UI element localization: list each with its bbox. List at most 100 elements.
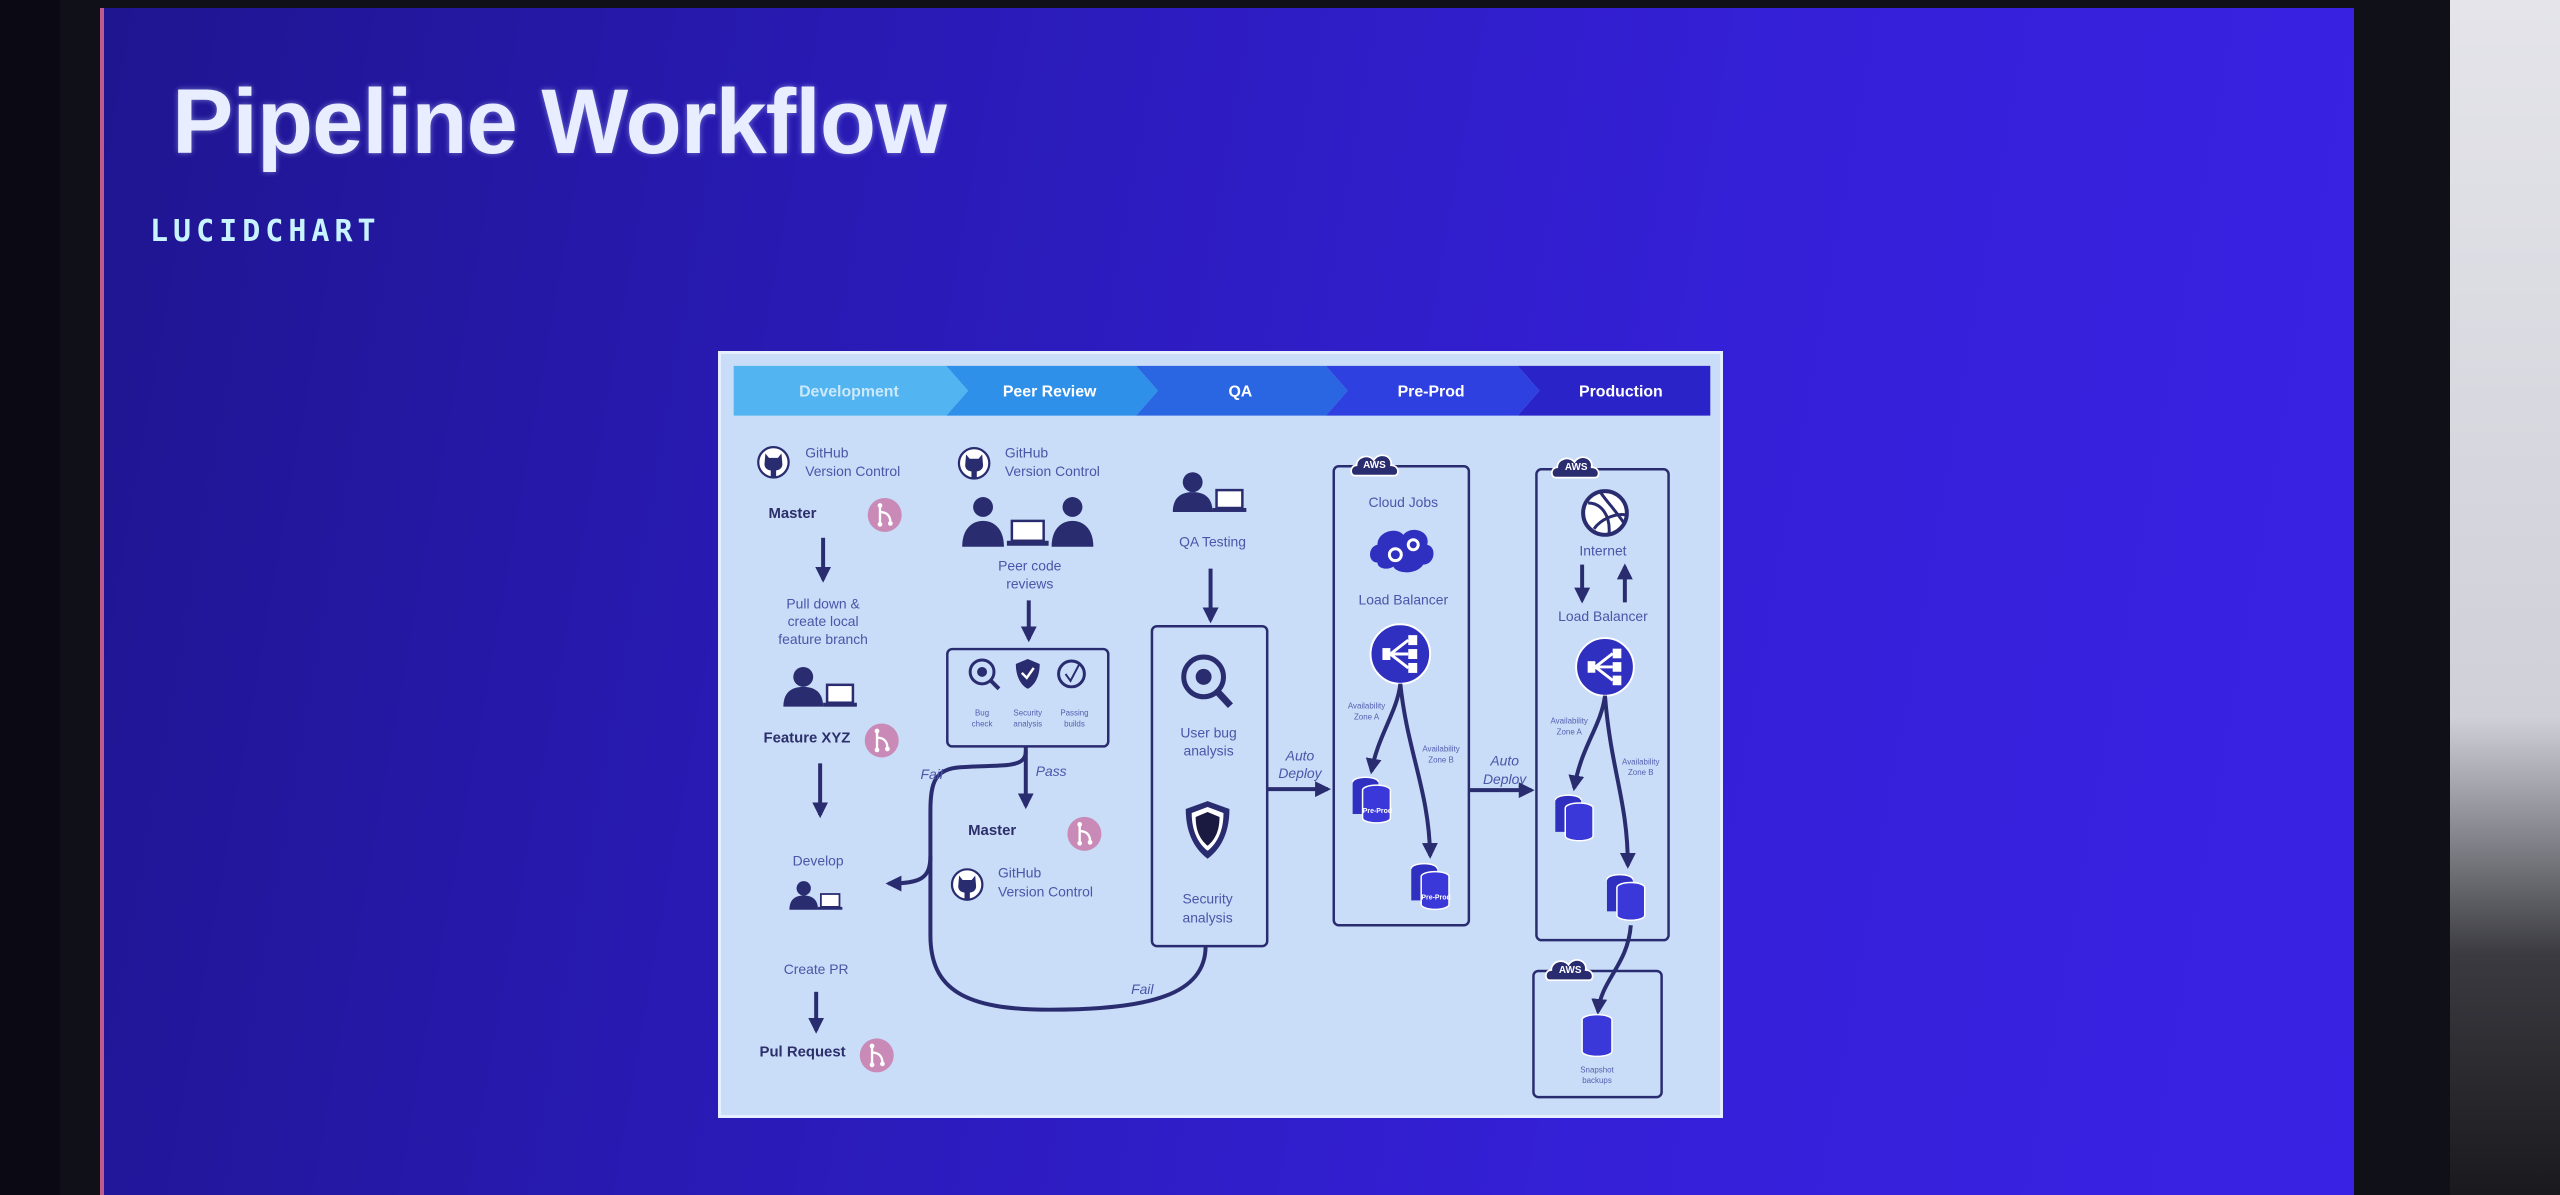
fail-label: Fail (1131, 981, 1154, 997)
passing-builds-label-2: builds (1064, 720, 1085, 729)
pre-prod-column: AWS Cloud Jobs Load Balancer Availabilit… (1332, 454, 1535, 927)
stage-label-development: Development (799, 384, 899, 401)
zone-b-label: Availability (1622, 757, 1659, 766)
github-label: GitHub (805, 444, 849, 460)
pipeline-diagram: Development Peer Review QA Pre-Prod Prod… (718, 351, 1723, 1118)
deploy-label: Deploy (1278, 765, 1322, 781)
fail-arrow (885, 751, 1028, 892)
slide-title: Pipeline Workflow (172, 71, 947, 173)
backup-arrow (1591, 925, 1633, 1015)
brand-logo-text: LUCIDCHART (150, 214, 381, 249)
backup-aws-box (1532, 969, 1663, 1099)
merge-branch-icon (863, 722, 900, 759)
zone-b-label-2: Zone B (1628, 768, 1654, 777)
zone-a-arrow (1568, 695, 1607, 792)
create-local-label: create local (788, 613, 859, 629)
db-label: Pre-Prod (1363, 808, 1392, 815)
production-aws-box (1535, 468, 1670, 942)
load-balancer-icon (1369, 622, 1432, 686)
qa-box (1150, 624, 1269, 948)
zone-b-label: Availability (1422, 744, 1459, 753)
qa-column: QA Testing User bug analysis Security an… (928, 470, 1331, 1012)
merge-branch-icon (858, 1037, 895, 1074)
reviews-label: reviews (1006, 575, 1053, 591)
backups-label: backups (1582, 1076, 1612, 1085)
background-wall (2440, 0, 2560, 1195)
stage-header: Development Peer Review QA Pre-Prod Prod… (733, 365, 1711, 416)
merge-branch-icon (866, 496, 903, 534)
bug-check-icon (968, 658, 1001, 691)
bug-check-label-2: check (972, 720, 993, 729)
zone-a-label-2: Zone A (1354, 713, 1380, 722)
version-control-label: Version Control (998, 883, 1093, 899)
develop-label: Develop (793, 853, 844, 869)
database-icon (1606, 873, 1646, 922)
github-icon (757, 445, 790, 479)
pass-label: Pass (1036, 763, 1067, 779)
zone-a-label: Availability (1551, 717, 1588, 726)
master-label: Master (768, 506, 816, 522)
security-lock-shield-icon (1185, 801, 1230, 859)
master-label: Master (968, 823, 1016, 839)
pull-down-label: Pull down & (786, 595, 860, 611)
fail-label: Fail (920, 766, 943, 782)
github-icon (957, 446, 991, 480)
security-shield-icon (1015, 658, 1040, 689)
zone-b-arrow (1398, 683, 1438, 859)
github-label: GitHub (998, 865, 1042, 881)
passing-builds-icon (1057, 659, 1086, 689)
load-balancer-label: Load Balancer (1359, 591, 1449, 607)
version-control-label: Version Control (1005, 463, 1100, 479)
load-balancer-icon (1574, 636, 1636, 698)
internet-globe-icon (1581, 489, 1629, 537)
stage-label-pre-prod: Pre-Prod (1398, 384, 1465, 401)
db-label: Pre-Prod (1421, 894, 1450, 901)
diagram-canvas: Development Peer Review QA Pre-Prod Prod… (733, 365, 1711, 1099)
snapshot-label: Snapshot (1580, 1065, 1614, 1074)
passing-builds-label: Passing (1060, 709, 1088, 718)
security-analysis-label: Security (1013, 709, 1042, 718)
production-column: AWS Internet Load Balancer Availability … (1532, 456, 1670, 1099)
stage-peer-review (946, 365, 1158, 416)
user-bug-label: User bug (1180, 724, 1236, 740)
analysis-label: analysis (1183, 742, 1233, 758)
qa-tester-icon (1171, 470, 1248, 514)
auto-label: Auto (1285, 747, 1315, 763)
auto-label: Auto (1489, 752, 1519, 768)
stage-production (1517, 365, 1711, 416)
github-icon (950, 868, 984, 901)
qa-testing-label: QA Testing (1179, 534, 1246, 550)
internet-label: Internet (1579, 543, 1626, 559)
aws-label: AWS (1565, 462, 1588, 473)
bug-check-label: Bug (975, 709, 989, 718)
developer-laptop-icon (782, 665, 859, 708)
zone-a-arrow (1365, 683, 1403, 775)
load-balancer-label: Load Balancer (1558, 608, 1648, 624)
pull-request-label: Pul Request (760, 1044, 846, 1060)
zone-b-label-2: Zone B (1428, 755, 1454, 764)
aws-label: AWS (1559, 965, 1582, 976)
bug-search-icon (1181, 654, 1233, 709)
merge-branch-icon (1066, 815, 1103, 853)
analysis-label: analysis (1182, 909, 1232, 925)
stage-label-production: Production (1579, 384, 1663, 401)
version-control-label: Version Control (805, 463, 900, 479)
database-icon (1410, 862, 1450, 911)
peer-review-column: GitHub Version Control Peer code reviews… (885, 444, 1110, 901)
peer-code-label: Peer code (998, 558, 1062, 574)
fail-return-line (928, 855, 1208, 1012)
github-label: GitHub (1005, 444, 1049, 460)
security-label: Security (1182, 890, 1232, 906)
stage-label-peer-review: Peer Review (1003, 384, 1097, 401)
zone-a-label: Availability (1348, 702, 1385, 711)
stage-label-qa: QA (1228, 384, 1252, 401)
snapshot-database-icon (1581, 1013, 1613, 1058)
zone-a-label-2: Zone A (1557, 728, 1583, 737)
developer-laptop-icon (788, 880, 844, 911)
stage-qa (1136, 365, 1348, 416)
feature-branch-label: feature branch (778, 631, 868, 647)
development-column: GitHub Version Control Master Pull down … (757, 444, 903, 1074)
checks-box (946, 647, 1110, 748)
deploy-label: Deploy (1483, 771, 1527, 787)
stage-development (733, 365, 969, 416)
